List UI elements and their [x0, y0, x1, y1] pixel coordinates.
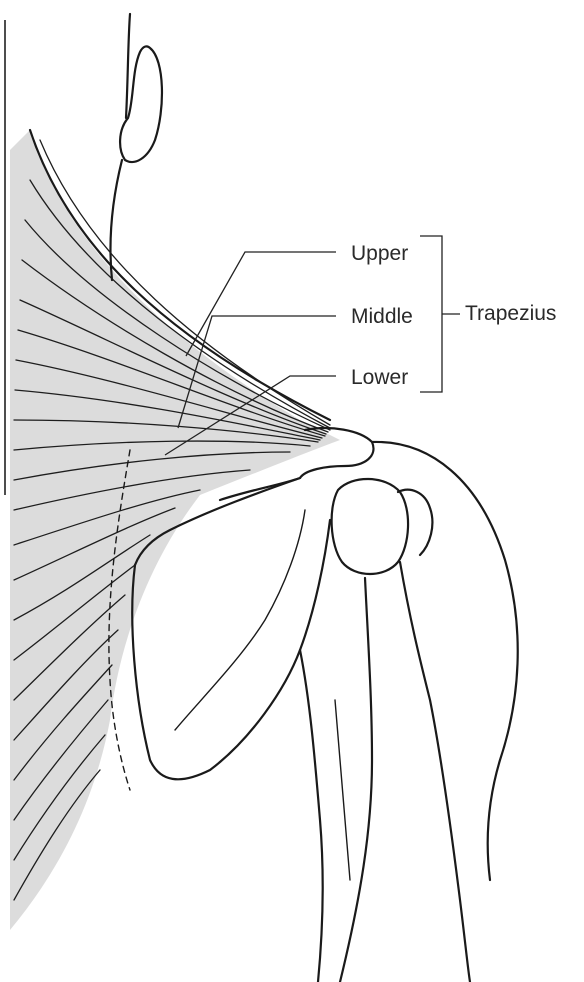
- humerus-shaft: [340, 578, 372, 982]
- humerus-shaft-inner: [400, 562, 470, 982]
- leader-line-upper: [186, 252, 336, 356]
- neck-outline: [126, 14, 130, 118]
- label-lower: Lower: [351, 366, 408, 389]
- label-trapezius: Trapezius: [465, 302, 556, 325]
- neck-front-line: [110, 160, 122, 280]
- scapula-inner-edge: [175, 510, 305, 730]
- arm-back-contour: [300, 650, 323, 982]
- label-middle: Middle: [351, 305, 413, 328]
- shoulder-contour: [372, 442, 518, 880]
- arm-front-contour: [335, 700, 350, 880]
- humeral-head: [332, 479, 408, 574]
- label-upper: Upper: [351, 242, 408, 265]
- label-bracket: [420, 236, 442, 392]
